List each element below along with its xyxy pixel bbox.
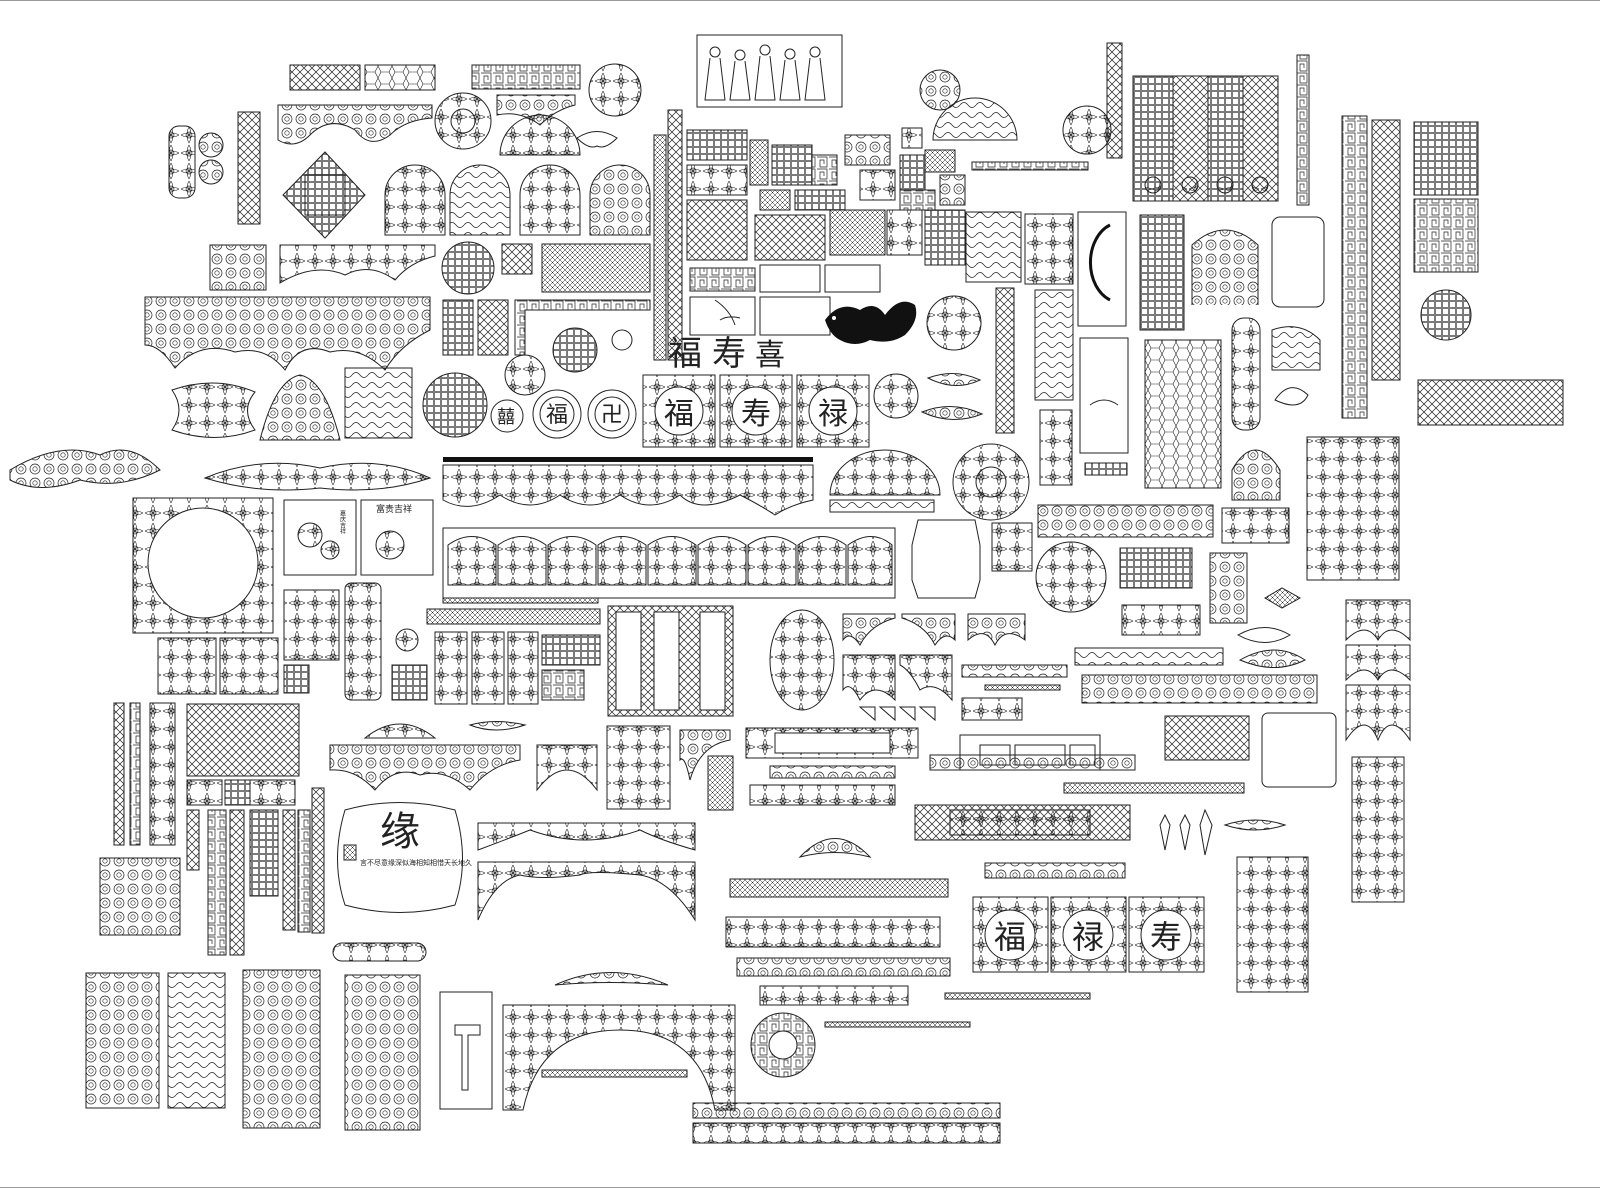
tall-door-panels-mid bbox=[965, 211, 1325, 331]
panel-shou: 寿 bbox=[741, 397, 771, 432]
caption-a: 富贵吉祥 bbox=[376, 503, 412, 515]
caption-b: 嘉庆吉祥 bbox=[339, 509, 346, 535]
bat-ornament bbox=[576, 131, 618, 148]
peony-panels: 富贵吉祥 嘉庆吉祥 bbox=[283, 499, 434, 576]
eave-carving-wide bbox=[144, 296, 431, 371]
square-medallion-a bbox=[282, 151, 366, 239]
roundel-xi: 囍 bbox=[497, 407, 515, 428]
grand-arch-bottom bbox=[502, 972, 736, 1111]
panel-b-shou: 寿 bbox=[1150, 918, 1182, 956]
fret-strip-top bbox=[471, 64, 581, 90]
round-grid-medallion bbox=[441, 241, 651, 295]
oval-medallion bbox=[769, 609, 835, 711]
fu-lu-shou-lower-panels: 福 禄 寿 bbox=[972, 896, 1205, 973]
roundel-wan: 卍 bbox=[601, 403, 623, 428]
knot-ornament-top bbox=[588, 63, 642, 117]
glyph-xi: 喜 bbox=[755, 338, 785, 373]
frames-lower-mid bbox=[745, 712, 1405, 903]
calligraphy-disc: 缘 言不尽意缘深似海相知相惜天长地久 bbox=[337, 802, 472, 913]
calligraphy-body: 言不尽意缘深似海相知相惜天长地久 bbox=[360, 858, 472, 867]
bracket-corner-a bbox=[209, 244, 436, 291]
arch-frieze-row bbox=[442, 527, 896, 604]
door-frames-tall bbox=[607, 605, 734, 717]
fu-shou-lu-panels: 福 寿 禄 bbox=[642, 374, 870, 448]
panel-lu: 禄 bbox=[818, 397, 848, 432]
figures-relief-panel bbox=[696, 34, 843, 108]
frame-bottom-line bbox=[0, 1187, 1600, 1188]
angle-fret-strip bbox=[971, 161, 1089, 171]
flower-roundels-mid bbox=[873, 287, 1321, 489]
right-scroll-bands bbox=[1074, 587, 1411, 742]
eave-arch-lower bbox=[477, 822, 696, 922]
swirl-pattern-sheets bbox=[85, 942, 493, 1131]
eave-valance-center bbox=[442, 457, 814, 516]
glyph-fu: 福 bbox=[668, 334, 702, 374]
round-medallion-bottom bbox=[750, 1012, 816, 1078]
panel-b-lu: 禄 bbox=[1072, 918, 1104, 956]
calligraphy-large: 缘 bbox=[380, 809, 420, 855]
right-column-panels bbox=[1341, 115, 1564, 426]
leaf-ornament bbox=[798, 838, 872, 858]
fan-window-half bbox=[932, 97, 1018, 141]
vertical-panel-left-a bbox=[168, 111, 261, 225]
narrow-strips-left bbox=[113, 702, 325, 956]
wide-bands-lower-mid bbox=[725, 878, 1091, 1028]
half-medallion-mid bbox=[829, 443, 1030, 521]
right-mid-panels bbox=[1037, 436, 1400, 581]
door-panels-set bbox=[1132, 75, 1279, 202]
bracket-ornament-a bbox=[277, 104, 433, 145]
round-relief-medallion bbox=[926, 295, 982, 351]
moon-gate-panel bbox=[132, 497, 274, 634]
tall-narrow-panels bbox=[157, 582, 601, 705]
panel-fu: 福 bbox=[664, 397, 694, 432]
corner-brackets-mid bbox=[842, 613, 1068, 722]
border-strip-lattice-a bbox=[289, 64, 436, 91]
dragon-silhouette bbox=[825, 301, 917, 344]
scroll-band-left bbox=[9, 449, 432, 491]
roundel-fu: 福 bbox=[546, 403, 568, 428]
arched-window-set bbox=[384, 164, 651, 236]
roundel-small-top-right bbox=[919, 69, 1112, 155]
glyph-shou: 寿 bbox=[712, 334, 746, 374]
roundel-medallion-a bbox=[434, 92, 492, 150]
lattice-band-mid bbox=[914, 804, 1309, 993]
eave-bracket-lower bbox=[329, 721, 734, 811]
half-fan-window-a bbox=[499, 114, 581, 156]
cloud-medallion-lower-left bbox=[99, 857, 181, 936]
scroll-bands-bottom bbox=[692, 1102, 1001, 1144]
frame-medallion-mid bbox=[911, 519, 1248, 636]
roundel-fu-set: 囍 福 卍 bbox=[490, 389, 637, 439]
fu-shou-xi-glyphs: 福 寿 喜 bbox=[668, 334, 785, 374]
tile-grid-center bbox=[653, 109, 966, 361]
scroll-medallion-left bbox=[171, 354, 546, 441]
panel-b-fu: 福 bbox=[994, 918, 1026, 956]
lattice-squares bbox=[442, 299, 651, 373]
frame-top-line bbox=[0, 0, 1600, 1]
